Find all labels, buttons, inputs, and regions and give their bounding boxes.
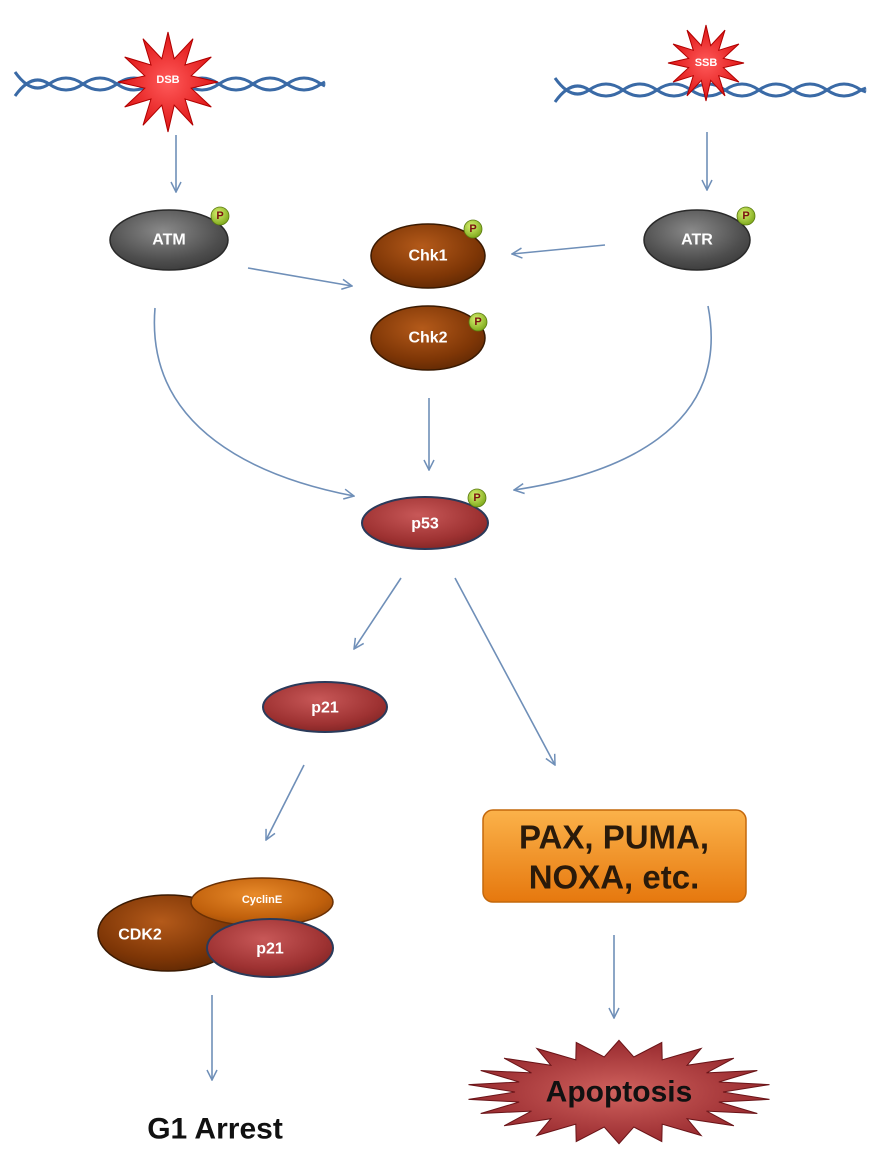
atm-label: ATM (152, 232, 185, 249)
atm-phospho-label: P (216, 210, 223, 222)
chk2-phospho-label: P (474, 316, 481, 328)
dsb-label: DSB (156, 74, 179, 86)
cdk2-label: CDK2 (118, 927, 162, 944)
arrow-atr-to-chk1 (512, 244, 606, 254)
atr-phospho-label: P (742, 210, 749, 222)
cyclin-e-label: CyclinE (242, 894, 282, 906)
ssb-label: SSB (695, 57, 718, 69)
chk2-label: Chk2 (408, 330, 447, 347)
chk2-node: Chk2 P (370, 305, 488, 371)
p53-phospho-label: P (473, 492, 480, 504)
apoptosis-burst: Apoptosis (468, 1039, 770, 1145)
apoptosis-label: Apoptosis (546, 1076, 693, 1109)
cdk2-complex: CDK2 CyclinE p21 (97, 877, 334, 978)
g1-arrest-label: G1 Arrest (147, 1113, 283, 1146)
chk1-phospho-badge (463, 219, 483, 239)
arrow-atr-to-p53 (514, 305, 712, 490)
p53-label: p53 (411, 516, 439, 533)
atr-label: ATR (681, 232, 713, 249)
effectors-line2: NOXA, etc. (529, 859, 700, 896)
chk1-node: Chk1 P (370, 219, 486, 289)
atr-node: ATR P (643, 206, 756, 271)
effectors-line1: PAX, PUMA, (519, 819, 709, 856)
chk2-phospho-badge (468, 312, 488, 332)
arrow-atm-to-p53 (153, 307, 354, 496)
p21-complex-label: p21 (256, 941, 284, 958)
p53-phospho-badge (467, 488, 487, 508)
atm-node: ATM P (109, 206, 230, 271)
dsb-burst: DSB (117, 31, 219, 133)
arrow-p21-to-complex (266, 764, 305, 840)
atm-phospho-badge (210, 206, 230, 226)
arrows (153, 132, 712, 1080)
p21-label: p21 (311, 700, 339, 717)
arrow-p53-to-effectors (454, 577, 555, 765)
atr-phospho-badge (736, 206, 756, 226)
ssb-burst: SSB (667, 24, 745, 102)
arrow-p53-to-p21 (354, 577, 402, 649)
p21-node: p21 (262, 681, 388, 733)
effectors-box: PAX, PUMA, NOXA, etc. (482, 809, 747, 903)
p53-node: p53 P (361, 488, 489, 550)
chk1-label: Chk1 (408, 248, 447, 265)
arrow-atm-to-chk (247, 267, 352, 286)
chk1-phospho-label: P (469, 223, 476, 235)
p21-complex-shape (206, 918, 334, 978)
